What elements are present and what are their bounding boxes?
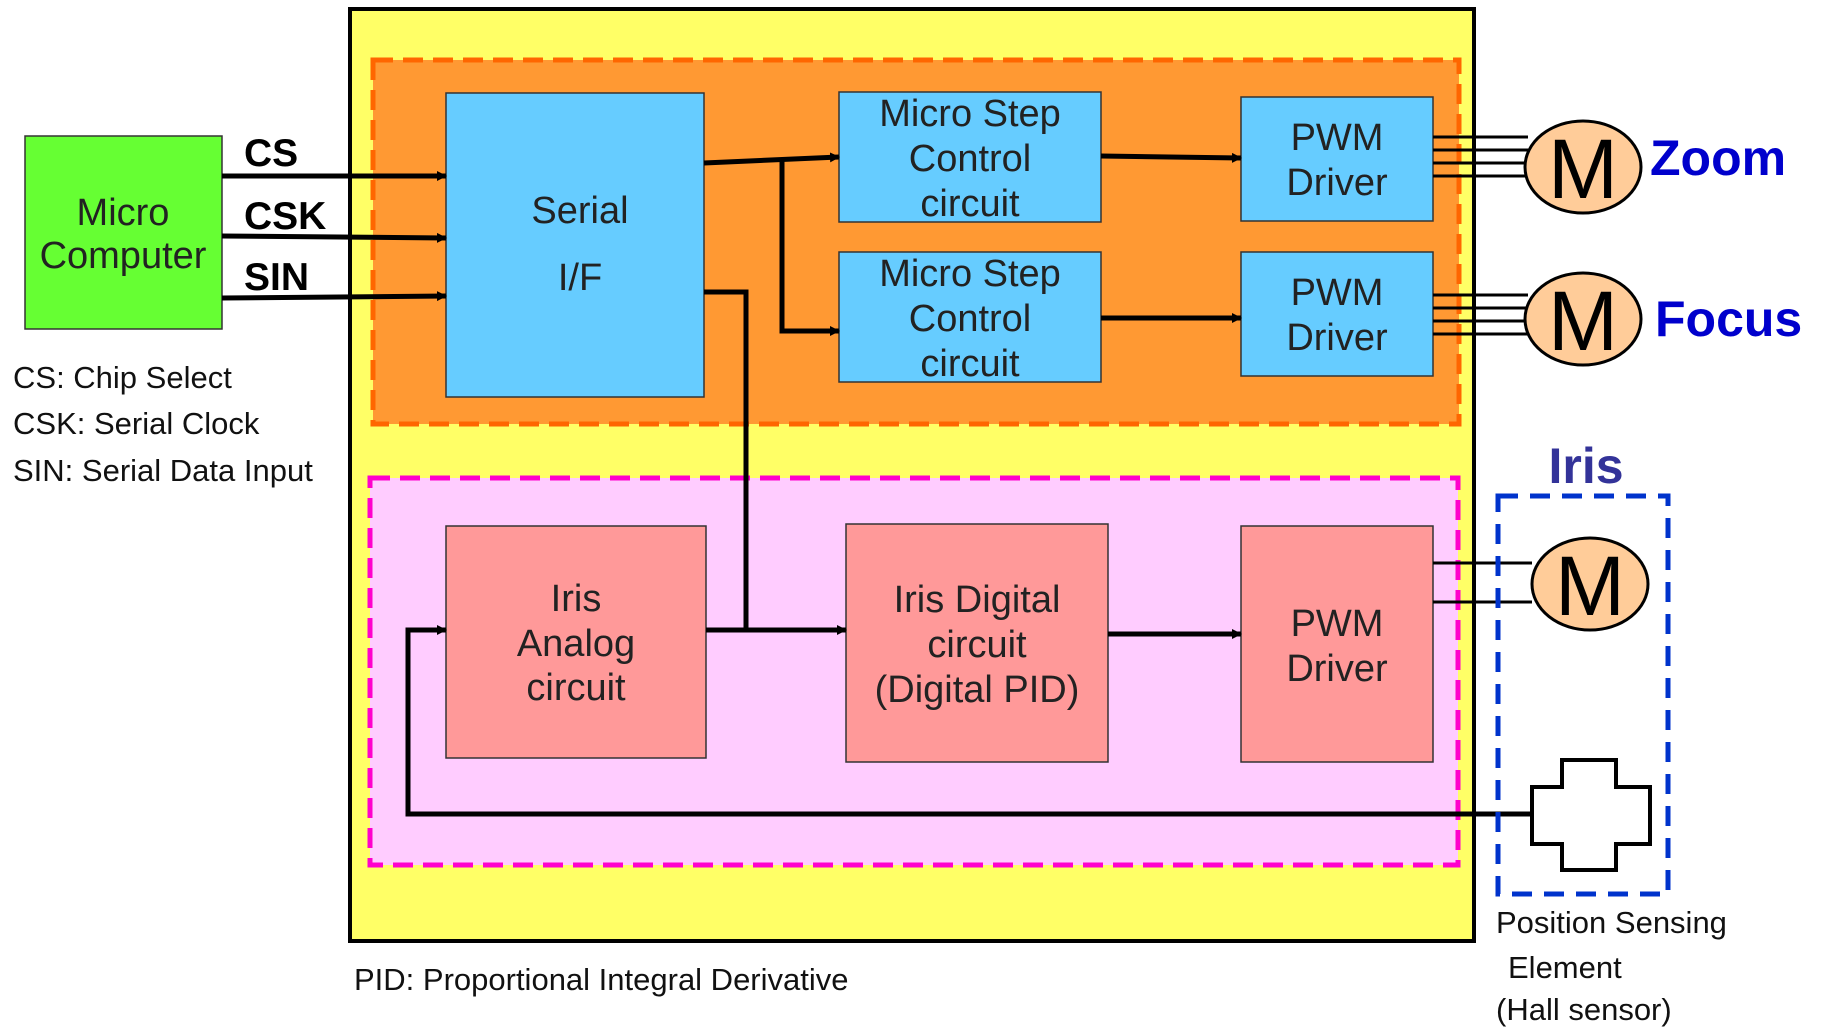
iris-motor-box xyxy=(1495,493,1671,897)
step1-to-pwm xyxy=(1100,152,1242,163)
sensor-label-2: Element xyxy=(1508,950,1622,985)
pwm-zoom-label-2: Driver xyxy=(1286,162,1388,204)
pwm-focus-label-2: Driver xyxy=(1286,317,1388,359)
internal-connections xyxy=(405,152,1532,817)
sin-signal-label: SIN xyxy=(244,256,309,299)
pwm-iris-label-1: PWM xyxy=(1291,603,1384,645)
micro-step-2-label-3: circuit xyxy=(920,343,1020,385)
iris-label: Iris xyxy=(1548,438,1623,494)
serial-if-block: Serial I/F xyxy=(445,92,705,398)
pwm-driver-zoom-block: PWM Driver xyxy=(1240,96,1434,222)
signal-lines xyxy=(221,171,447,302)
iris-analog-label-1: Iris xyxy=(551,578,602,620)
sensor-label-1: Position Sensing xyxy=(1496,905,1727,940)
legend-csk: CSK: Serial Clock xyxy=(13,406,260,441)
micro-step-2-label-2: Control xyxy=(909,298,1032,340)
micro-computer-block: Micro Computer xyxy=(24,135,223,330)
iris-motor: M xyxy=(1530,536,1650,633)
iris-digital-block: Iris Digital circuit (Digital PID) xyxy=(845,523,1109,763)
legend-cs: CS: Chip Select xyxy=(13,360,232,395)
micro-step-1-label-2: Control xyxy=(909,138,1032,180)
hall-sensor-icon xyxy=(1530,758,1652,872)
micro-computer-label-1: Micro xyxy=(77,192,170,234)
motor-wires xyxy=(1433,135,1532,604)
focus-label: Focus xyxy=(1655,291,1802,347)
pwm-driver-iris-block: PWM Driver xyxy=(1240,525,1434,763)
serial-to-step2 xyxy=(779,160,840,336)
micro-step-1-label-1: Micro Step xyxy=(879,93,1061,135)
serial-if-label-1: Serial xyxy=(531,190,628,232)
micro-step-control-2-block: Micro Step Control circuit xyxy=(838,251,1102,385)
focus-motor: M xyxy=(1523,271,1643,368)
zoom-motor: M xyxy=(1523,119,1643,216)
micro-step-control-1-block: Micro Step Control circuit xyxy=(838,91,1102,225)
iris-digital-label-2: circuit xyxy=(927,624,1027,666)
micro-step-1-label-3: circuit xyxy=(920,183,1020,225)
serial-to-step1 xyxy=(703,152,840,166)
iris-analog-label-2: Analog xyxy=(517,623,635,665)
pwm-driver-focus-block: PWM Driver xyxy=(1240,251,1434,377)
pwm-zoom-label-1: PWM xyxy=(1291,117,1384,159)
focus-motor-letter: M xyxy=(1548,274,1618,368)
csk-line xyxy=(221,232,447,243)
zoom-label: Zoom xyxy=(1650,130,1786,186)
sin-line xyxy=(221,291,447,302)
zoom-motor-letter: M xyxy=(1548,122,1618,216)
pwm-focus-label-1: PWM xyxy=(1291,272,1384,314)
micro-computer-label-2: Computer xyxy=(40,235,207,277)
legend-sin: SIN: Serial Data Input xyxy=(13,453,313,488)
iris-digital-label-1: Iris Digital xyxy=(894,579,1061,621)
legend-pid: PID: Proportional Integral Derivative xyxy=(354,962,849,997)
micro-step-2-label-1: Micro Step xyxy=(879,253,1061,295)
iris-digital-label-3: (Digital PID) xyxy=(875,669,1080,711)
serial-to-iris-path xyxy=(704,289,749,631)
csk-signal-label: CSK xyxy=(244,195,326,238)
sensor-label-3: (Hall sensor) xyxy=(1496,992,1672,1027)
iris-analog-block: Iris Analog circuit xyxy=(445,525,707,759)
iris-analog-label-3: circuit xyxy=(526,667,626,709)
pwm-iris-label-2: Driver xyxy=(1286,648,1388,690)
hall-feedback-line xyxy=(405,625,1532,817)
serial-if-label-2: I/F xyxy=(558,257,602,299)
iris-motor-letter: M xyxy=(1555,539,1625,633)
cs-signal-label: CS xyxy=(244,132,298,175)
